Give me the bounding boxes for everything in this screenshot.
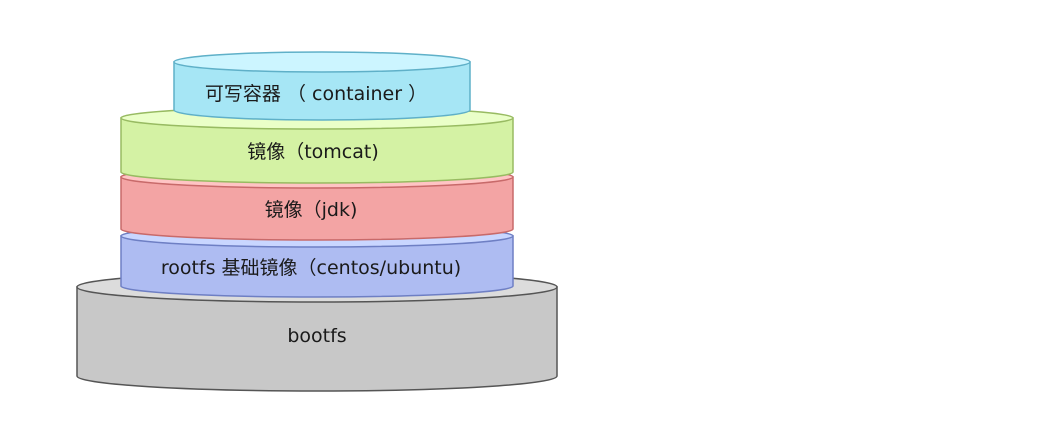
layer-rootfs-body: [120, 235, 514, 298]
layer-tomcat-body: [120, 117, 514, 184]
layer-jdk-body: [120, 176, 514, 241]
layer-bootfs-label: bootfs: [287, 325, 346, 347]
layer-jdk-label: 镜像（jdk): [265, 199, 358, 221]
layer-container-top: [173, 51, 471, 73]
layer-container: 可写容器 （ container ）: [173, 51, 471, 121]
layer-container-label: 可写容器 （ container ）: [205, 83, 427, 105]
layer-rootfs-label: rootfs 基础镜像（centos/ubuntu): [161, 257, 461, 279]
layer-bootfs-body: [76, 286, 558, 392]
layer-tomcat-label: 镜像（tomcat): [247, 141, 379, 163]
layer-container-body: [173, 61, 471, 121]
